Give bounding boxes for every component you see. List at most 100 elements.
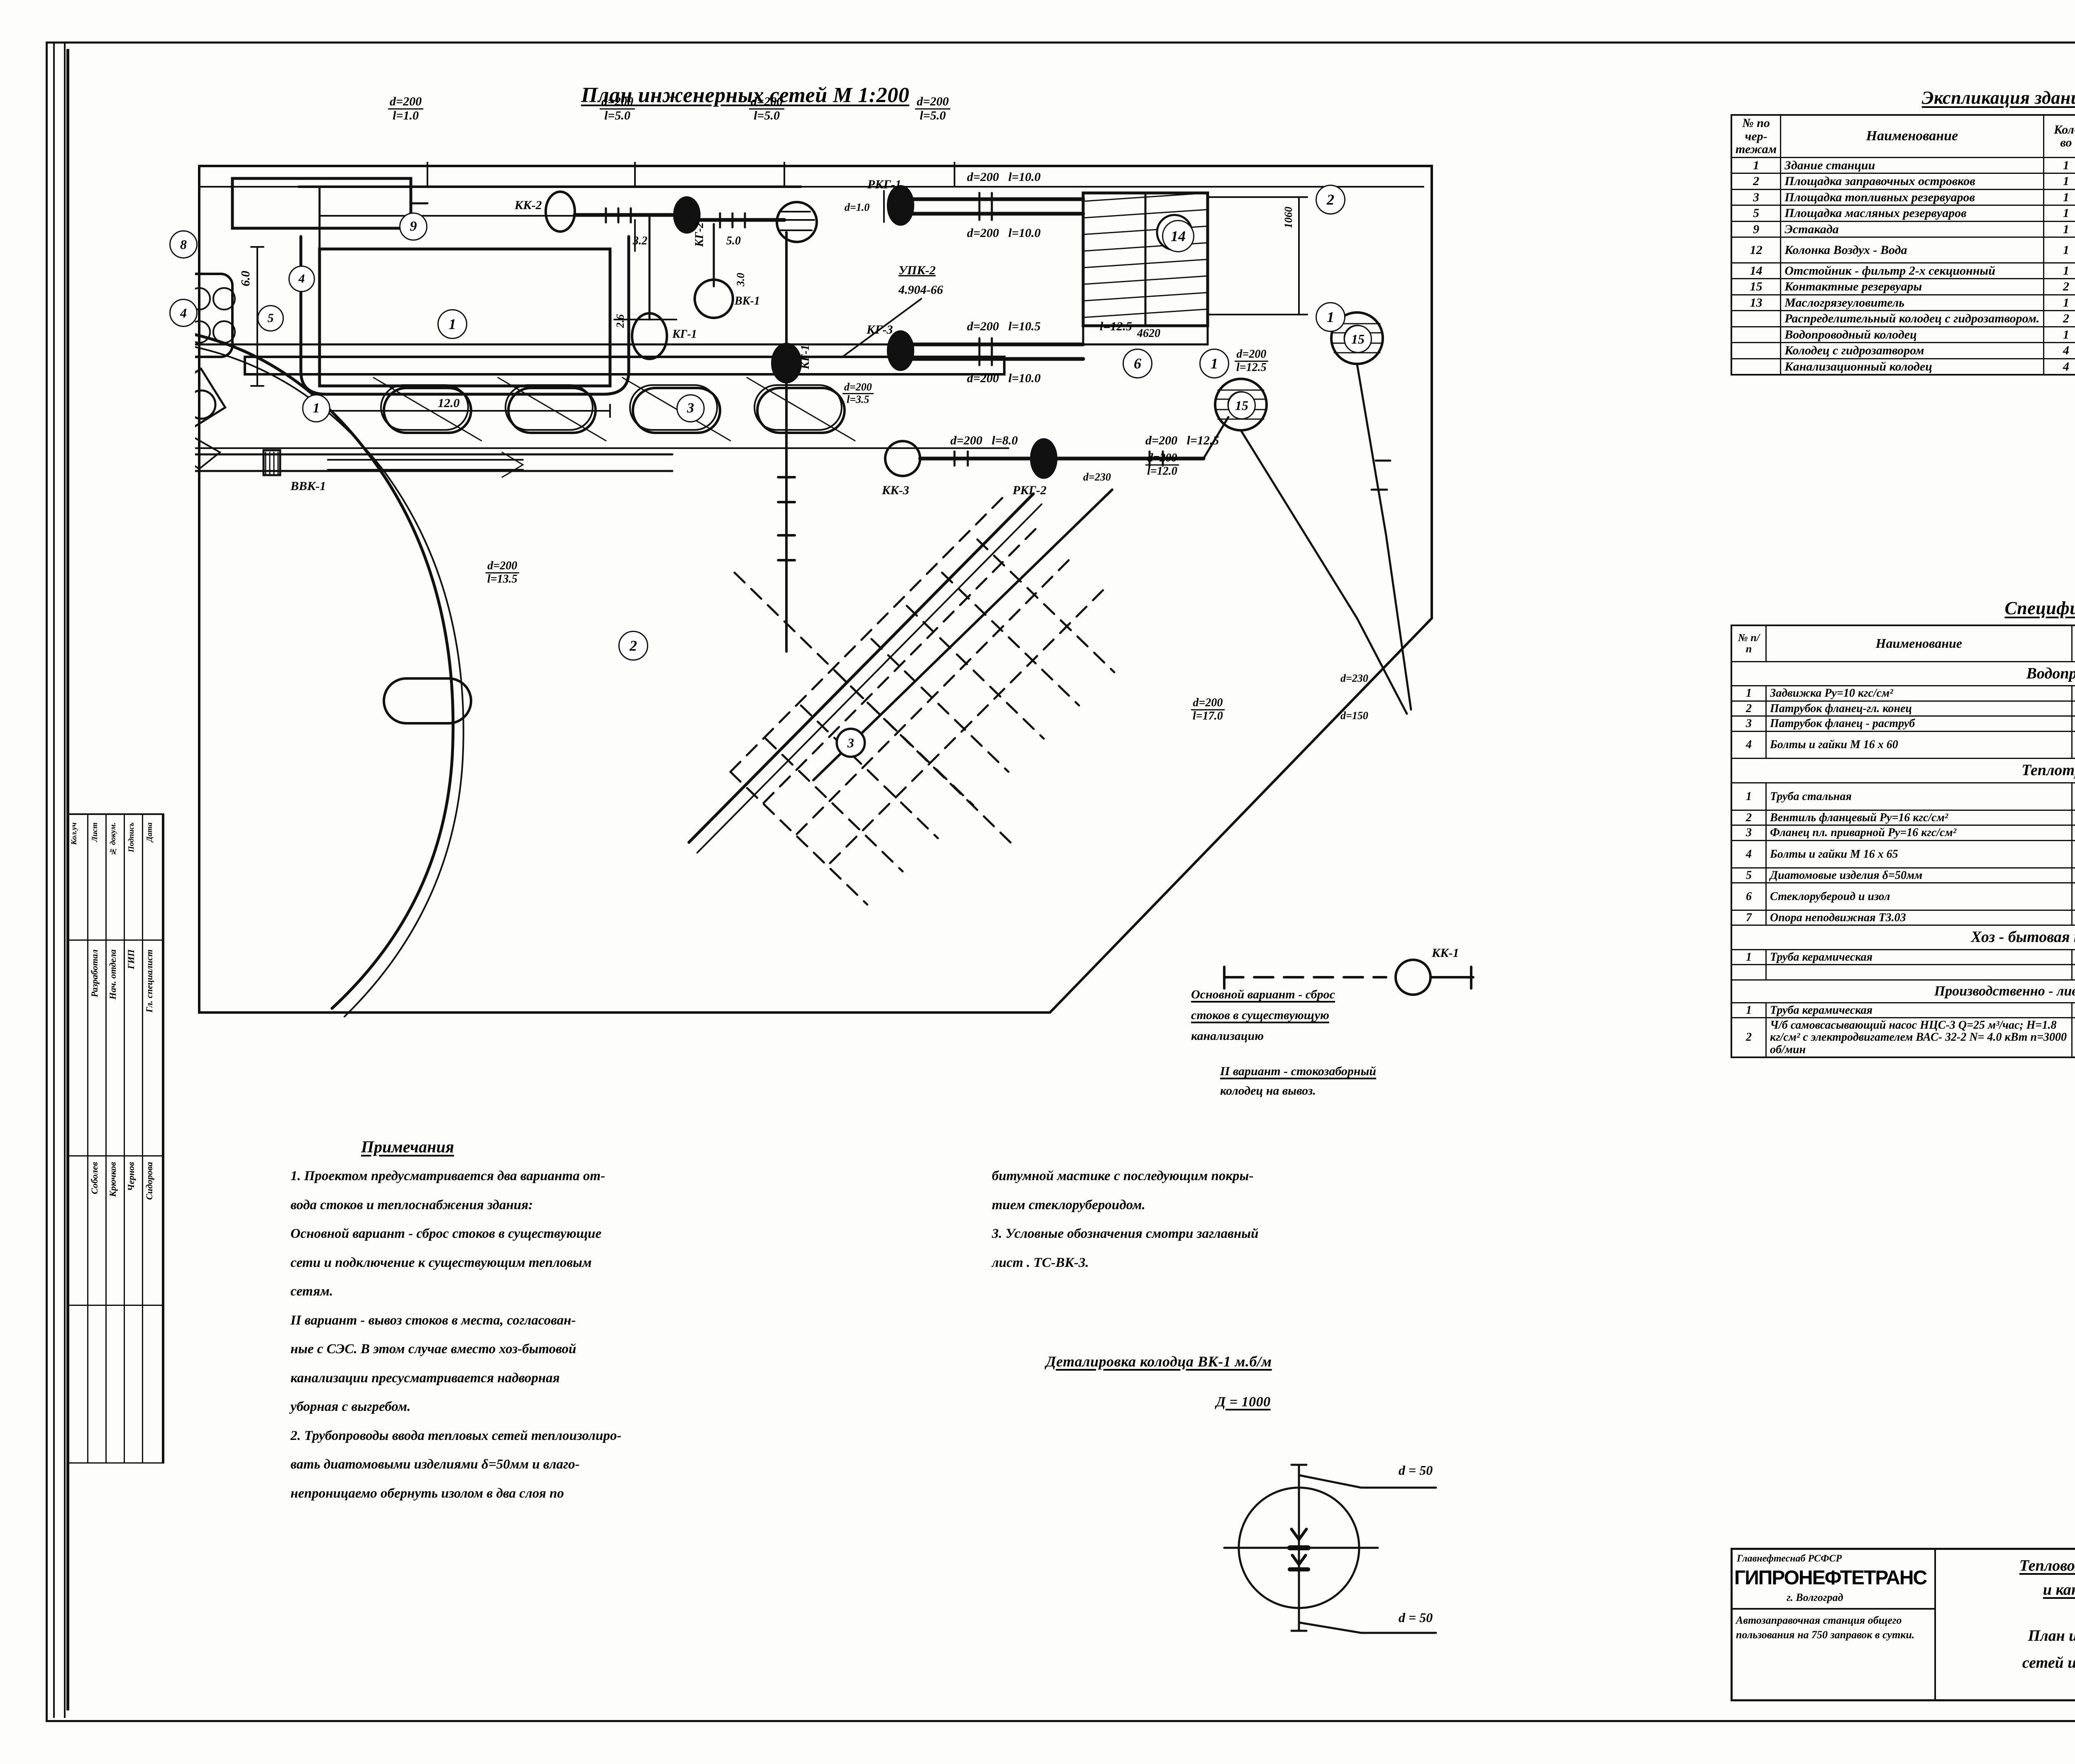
- note-line: непроницаемо обернуть изолом в два слоя …: [290, 1486, 564, 1501]
- annotation-variant2-l2: колодец на вывоз.: [1220, 1084, 1316, 1098]
- stamp-col-header-4: Дата: [145, 822, 154, 842]
- note-line: сети и подключение к существующим теплов…: [290, 1255, 592, 1270]
- node-label-vvk1: ВВК-1: [290, 479, 326, 493]
- stamp-signature-1: Крючков: [107, 1162, 118, 1197]
- annotation-variant2-l1: II вариант - стокозаборный: [1220, 1064, 1377, 1078]
- label-upk2-code: 4.904-66: [898, 283, 943, 297]
- detail-inlet-label: d = 50: [1399, 1463, 1433, 1478]
- node-label-kk1: КК-1: [1432, 946, 1459, 960]
- dim-3-0: 3.0: [735, 273, 747, 287]
- note-line: канализации пресусматривается надворная: [290, 1370, 560, 1386]
- node-label-rkg2: РКГ-2: [1013, 483, 1047, 497]
- label-d230b: d=230: [1340, 672, 1368, 684]
- stamp-signature-0: Соболев: [89, 1162, 100, 1194]
- node-label-rkg1: РКГ-1: [867, 178, 901, 191]
- sheet-left-band: [53, 41, 66, 1718]
- callout-3-bottom: 3: [676, 394, 705, 422]
- note-line: тием стеклорубероидом.: [992, 1197, 1145, 1213]
- node-label-kk2: КК-2: [515, 198, 542, 212]
- dim-5-0: 5.0: [726, 234, 741, 247]
- note-line: лист . ТС-ВК-3.: [992, 1255, 1089, 1270]
- node-label-vk1: ВК-1: [735, 295, 760, 307]
- revision-stamp-column: Разработал Нач. отдела ГИП Гл. специалис…: [66, 813, 164, 1464]
- node-label-kg1: КГ-1: [799, 344, 812, 369]
- col-header-no: № по чер- тежам: [1731, 114, 1782, 158]
- table-header-row: № по чер- тежам Наименование Кол- во При…: [1731, 114, 2075, 158]
- stamp-role-1: Нач. отдела: [107, 949, 118, 1000]
- section-title-line1: Тепловодоснабжение: [2019, 1557, 2075, 1574]
- stamp-role-2: ГИП: [126, 949, 136, 969]
- notes-heading: Примечания: [361, 1137, 454, 1156]
- note-line: уборная с выгребом.: [290, 1399, 411, 1414]
- dim-4620: 4620: [1137, 327, 1160, 340]
- callout-4b: 4: [288, 266, 315, 292]
- callout-15b: 15: [1228, 391, 1256, 420]
- drawing-name-line1: План инженерных: [2028, 1627, 2075, 1644]
- object-description: Автозаправочная станция общего пользован…: [1736, 1614, 1915, 1641]
- note-line: 2. Трубопроводы ввода тепловых сетей теп…: [290, 1428, 622, 1443]
- spec-group-row: Хоз - бытовая канализация: [1731, 925, 2075, 951]
- node-label-kk3: КК-3: [882, 483, 909, 497]
- stamp-role-3: Гл. специалист: [144, 949, 154, 1013]
- dim-2-6: 2.6: [614, 314, 626, 328]
- note-line: вать диатомовыми изделиями δ=50мм и влаг…: [290, 1457, 580, 1472]
- table-header-row: № п/п Наименование Раз- мер мм Ед. изм К…: [1731, 625, 2075, 662]
- note-line: 1. Проектом предусматривается два вариан…: [290, 1169, 605, 1183]
- node-label-kg2: КГ-2: [693, 222, 706, 247]
- spec-group-row: Водопровод: [1731, 661, 2075, 687]
- col-header-qty: Кол- во: [2043, 114, 2075, 158]
- callout-8: 8: [169, 230, 198, 259]
- callout-6: 6: [1123, 349, 1152, 378]
- node-label-kk1x: КГ-1: [672, 328, 697, 341]
- notes-section: Примечания 1. Проектом предусматривается…: [290, 1137, 1681, 1501]
- note-line: 3. Условные обозначения смотри заглавный: [992, 1226, 1259, 1241]
- spec-col-name: Наименование: [1765, 625, 2073, 662]
- note-line: Основной вариант - сброс стоков в сущест…: [290, 1226, 602, 1241]
- detail-outlet-label: d = 50: [1399, 1610, 1433, 1625]
- detail-title: Деталировка колодца ВК-1 м.б/м: [1046, 1353, 1272, 1370]
- spec-col-no: № п/п: [1731, 625, 1767, 662]
- dim-6-0: 6.0: [239, 271, 252, 287]
- table-row-empty: [1731, 964, 2075, 981]
- callout-14: 14: [1162, 220, 1194, 252]
- callout-2-top: 2: [1316, 185, 1345, 215]
- explication-title: Экспликация зданий и сооружений: [1921, 88, 2075, 108]
- callout-15a: 15: [1344, 325, 1372, 353]
- annotation-main-variant-l1: Основной вариант - сброс: [1191, 988, 1335, 1001]
- dim-1060: 1060: [1282, 207, 1294, 228]
- explication-section: Экспликация зданий и сооружений № по чер…: [1731, 87, 2075, 376]
- callout-9: 9: [399, 212, 427, 241]
- stamp-signature-3: Сидорова: [144, 1162, 154, 1200]
- label-d1r: d=1.0: [845, 201, 870, 213]
- label-upk2: УПК-2: [898, 264, 936, 277]
- callout-1-bottom: 1: [302, 394, 330, 422]
- stamp-col-header-2: № докум.: [109, 822, 117, 856]
- callout-1-building: 1: [437, 309, 467, 339]
- dim-12-0: 12.0: [438, 396, 460, 410]
- notes-right-column: битумной мастике с последующим покры- ти…: [992, 1166, 1656, 1281]
- note-line: вода стоков и теплоснабжения здания:: [290, 1197, 533, 1213]
- callout-5: 5: [257, 305, 284, 332]
- label-d230a: d=230: [1083, 471, 1111, 483]
